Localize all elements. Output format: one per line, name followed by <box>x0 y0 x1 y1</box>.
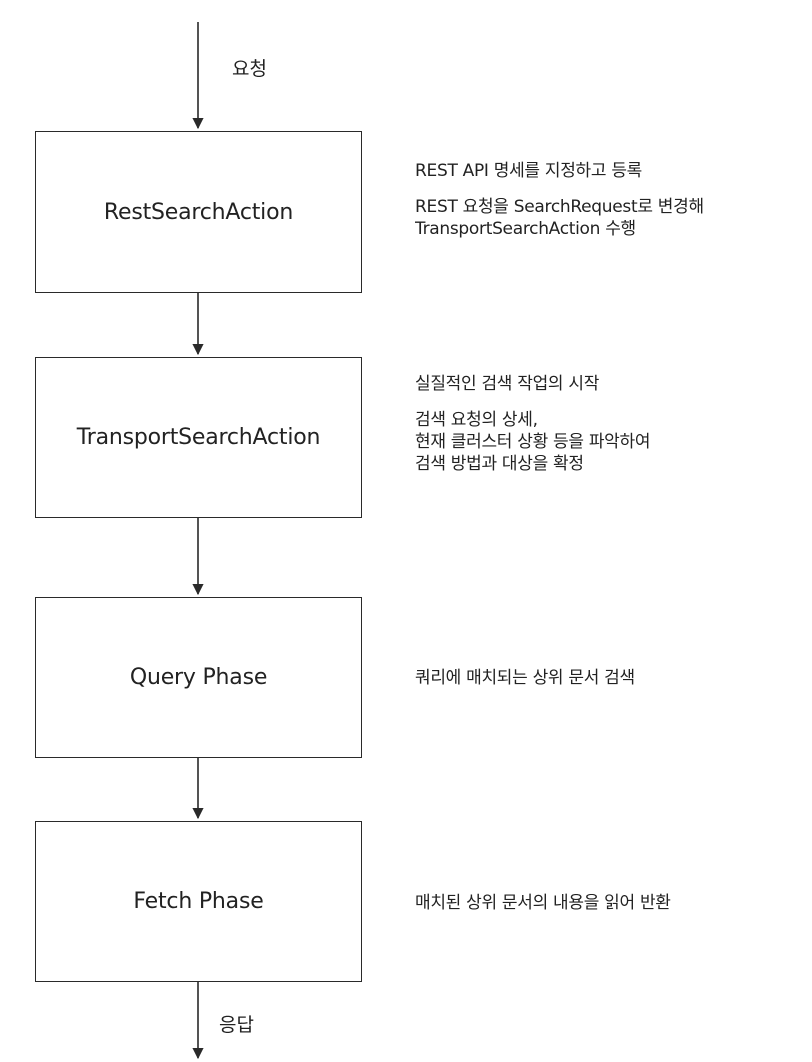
step-box-transport-search-action: TransportSearchAction <box>35 357 362 518</box>
description-line: 검색 요청의 상세, 현재 클러스터 상황 등을 파악하여 검색 방법과 대상을… <box>415 410 651 474</box>
step-name-rest-search-action: RestSearchAction <box>103 199 294 225</box>
description-line: REST 요청을 SearchRequest로 변경해 TransportSea… <box>415 197 704 239</box>
request-label: 요청 <box>232 58 267 80</box>
step-description-query-phase: 쿼리에 매치되는 상위 문서 검색 <box>415 667 812 689</box>
description-line: 매치된 상위 문서의 내용을 읽어 반환 <box>415 893 671 913</box>
step-name-fetch-phase: Fetch Phase <box>133 889 264 914</box>
response-label: 응답 <box>219 1014 254 1036</box>
step-name-query-phase: Query Phase <box>129 665 268 690</box>
description-line: 실질적인 검색 작업의 시작 <box>415 374 600 394</box>
step-description-transport-search-action: 실질적인 검색 작업의 시작 검색 요청의 상세, 현재 클러스터 상황 등을 … <box>415 373 812 475</box>
description-line: REST API 명세를 지정하고 등록 <box>415 161 642 181</box>
step-box-query-phase: Query Phase <box>35 597 362 758</box>
step-name-transport-search-action: TransportSearchAction <box>76 425 321 450</box>
step-box-fetch-phase: Fetch Phase <box>35 821 362 982</box>
step-description-fetch-phase: 매치된 상위 문서의 내용을 읽어 반환 <box>415 892 812 914</box>
step-description-rest-search-action: REST API 명세를 지정하고 등록 REST 요청을 SearchRequ… <box>415 160 812 240</box>
step-box-rest-search-action: RestSearchAction <box>35 131 362 293</box>
description-line: 쿼리에 매치되는 상위 문서 검색 <box>415 668 635 688</box>
